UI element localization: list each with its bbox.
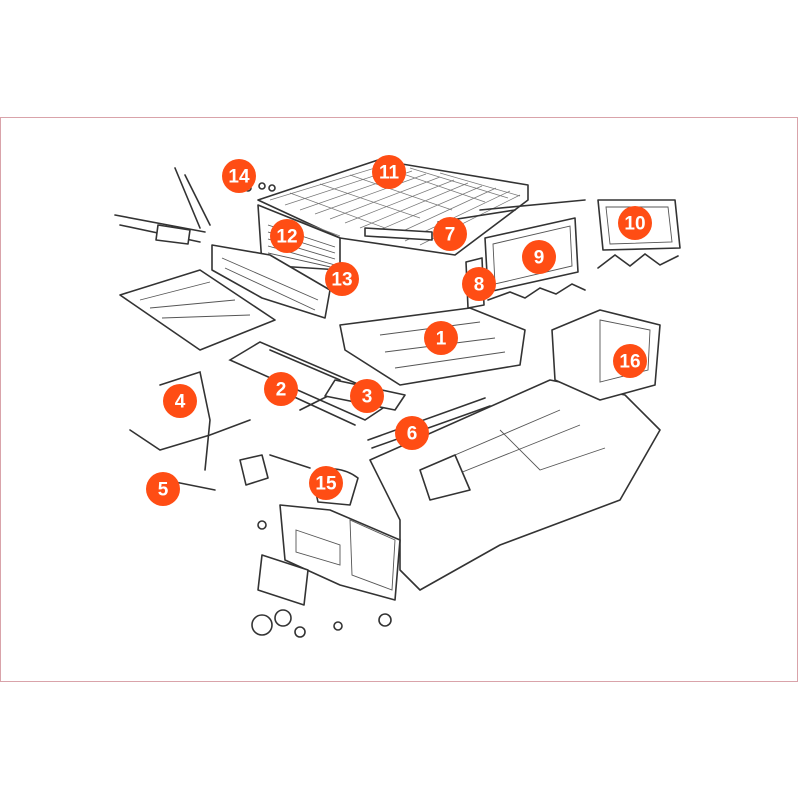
side-rail-part bbox=[367, 397, 491, 449]
callout-badge bbox=[372, 155, 406, 189]
callout-badge bbox=[462, 267, 496, 301]
callout-badge bbox=[146, 472, 180, 506]
callout-badge bbox=[325, 262, 359, 296]
callout-badge bbox=[309, 466, 343, 500]
callout-badge bbox=[424, 321, 458, 355]
callout-8: 8 bbox=[462, 267, 496, 301]
callout-1: 1 bbox=[424, 321, 458, 355]
callout-label: 14 bbox=[228, 167, 250, 188]
callout-7: 7 bbox=[433, 217, 467, 251]
callout-label: 5 bbox=[158, 480, 169, 501]
callout-badge bbox=[270, 219, 304, 253]
callout-label: 2 bbox=[276, 380, 287, 401]
callout-label: 9 bbox=[534, 248, 545, 269]
callout-label: 3 bbox=[362, 387, 373, 408]
callout-badge bbox=[222, 159, 256, 193]
callout-badge bbox=[163, 384, 197, 418]
callout-16: 16 bbox=[613, 344, 647, 378]
front-grille-part bbox=[279, 504, 401, 601]
callout-5: 5 bbox=[146, 472, 180, 506]
callout-badge bbox=[264, 372, 298, 406]
roof-rack-part bbox=[257, 159, 586, 256]
callout-4: 4 bbox=[163, 384, 197, 418]
floor-pan-part bbox=[119, 269, 276, 351]
callout-13: 13 bbox=[325, 262, 359, 296]
callout-label: 7 bbox=[445, 225, 456, 246]
callout-15: 15 bbox=[309, 466, 343, 500]
callout-label: 8 bbox=[474, 275, 485, 296]
callout-label: 6 bbox=[407, 424, 418, 445]
front-panel-part bbox=[211, 244, 331, 319]
callout-badge bbox=[395, 416, 429, 450]
callout-14: 14 bbox=[222, 159, 256, 193]
callout-label: 1 bbox=[436, 329, 447, 350]
callout-11: 11 bbox=[372, 155, 406, 189]
callout-label: 10 bbox=[624, 214, 645, 235]
callout-9: 9 bbox=[522, 240, 556, 274]
callout-badge bbox=[618, 206, 652, 240]
callout-badge bbox=[350, 379, 384, 413]
callout-12: 12 bbox=[270, 219, 304, 253]
license-plate-part bbox=[257, 554, 309, 606]
callout-badge bbox=[613, 344, 647, 378]
callout-3: 3 bbox=[350, 379, 384, 413]
callout-badge bbox=[433, 217, 467, 251]
wiper-bracket-part bbox=[114, 167, 211, 245]
main-body-part bbox=[369, 379, 661, 591]
small-parts bbox=[239, 182, 392, 638]
callout-label: 4 bbox=[175, 392, 186, 413]
callout-label: 13 bbox=[331, 270, 352, 291]
callout-6: 6 bbox=[395, 416, 429, 450]
callout-label: 12 bbox=[276, 227, 297, 248]
diagram-frame bbox=[0, 117, 798, 682]
callout-10: 10 bbox=[618, 206, 652, 240]
callout-2: 2 bbox=[264, 372, 298, 406]
callout-label: 11 bbox=[379, 163, 400, 184]
callout-label: 15 bbox=[315, 474, 337, 495]
callout-label: 16 bbox=[619, 352, 640, 373]
callout-badge bbox=[522, 240, 556, 274]
